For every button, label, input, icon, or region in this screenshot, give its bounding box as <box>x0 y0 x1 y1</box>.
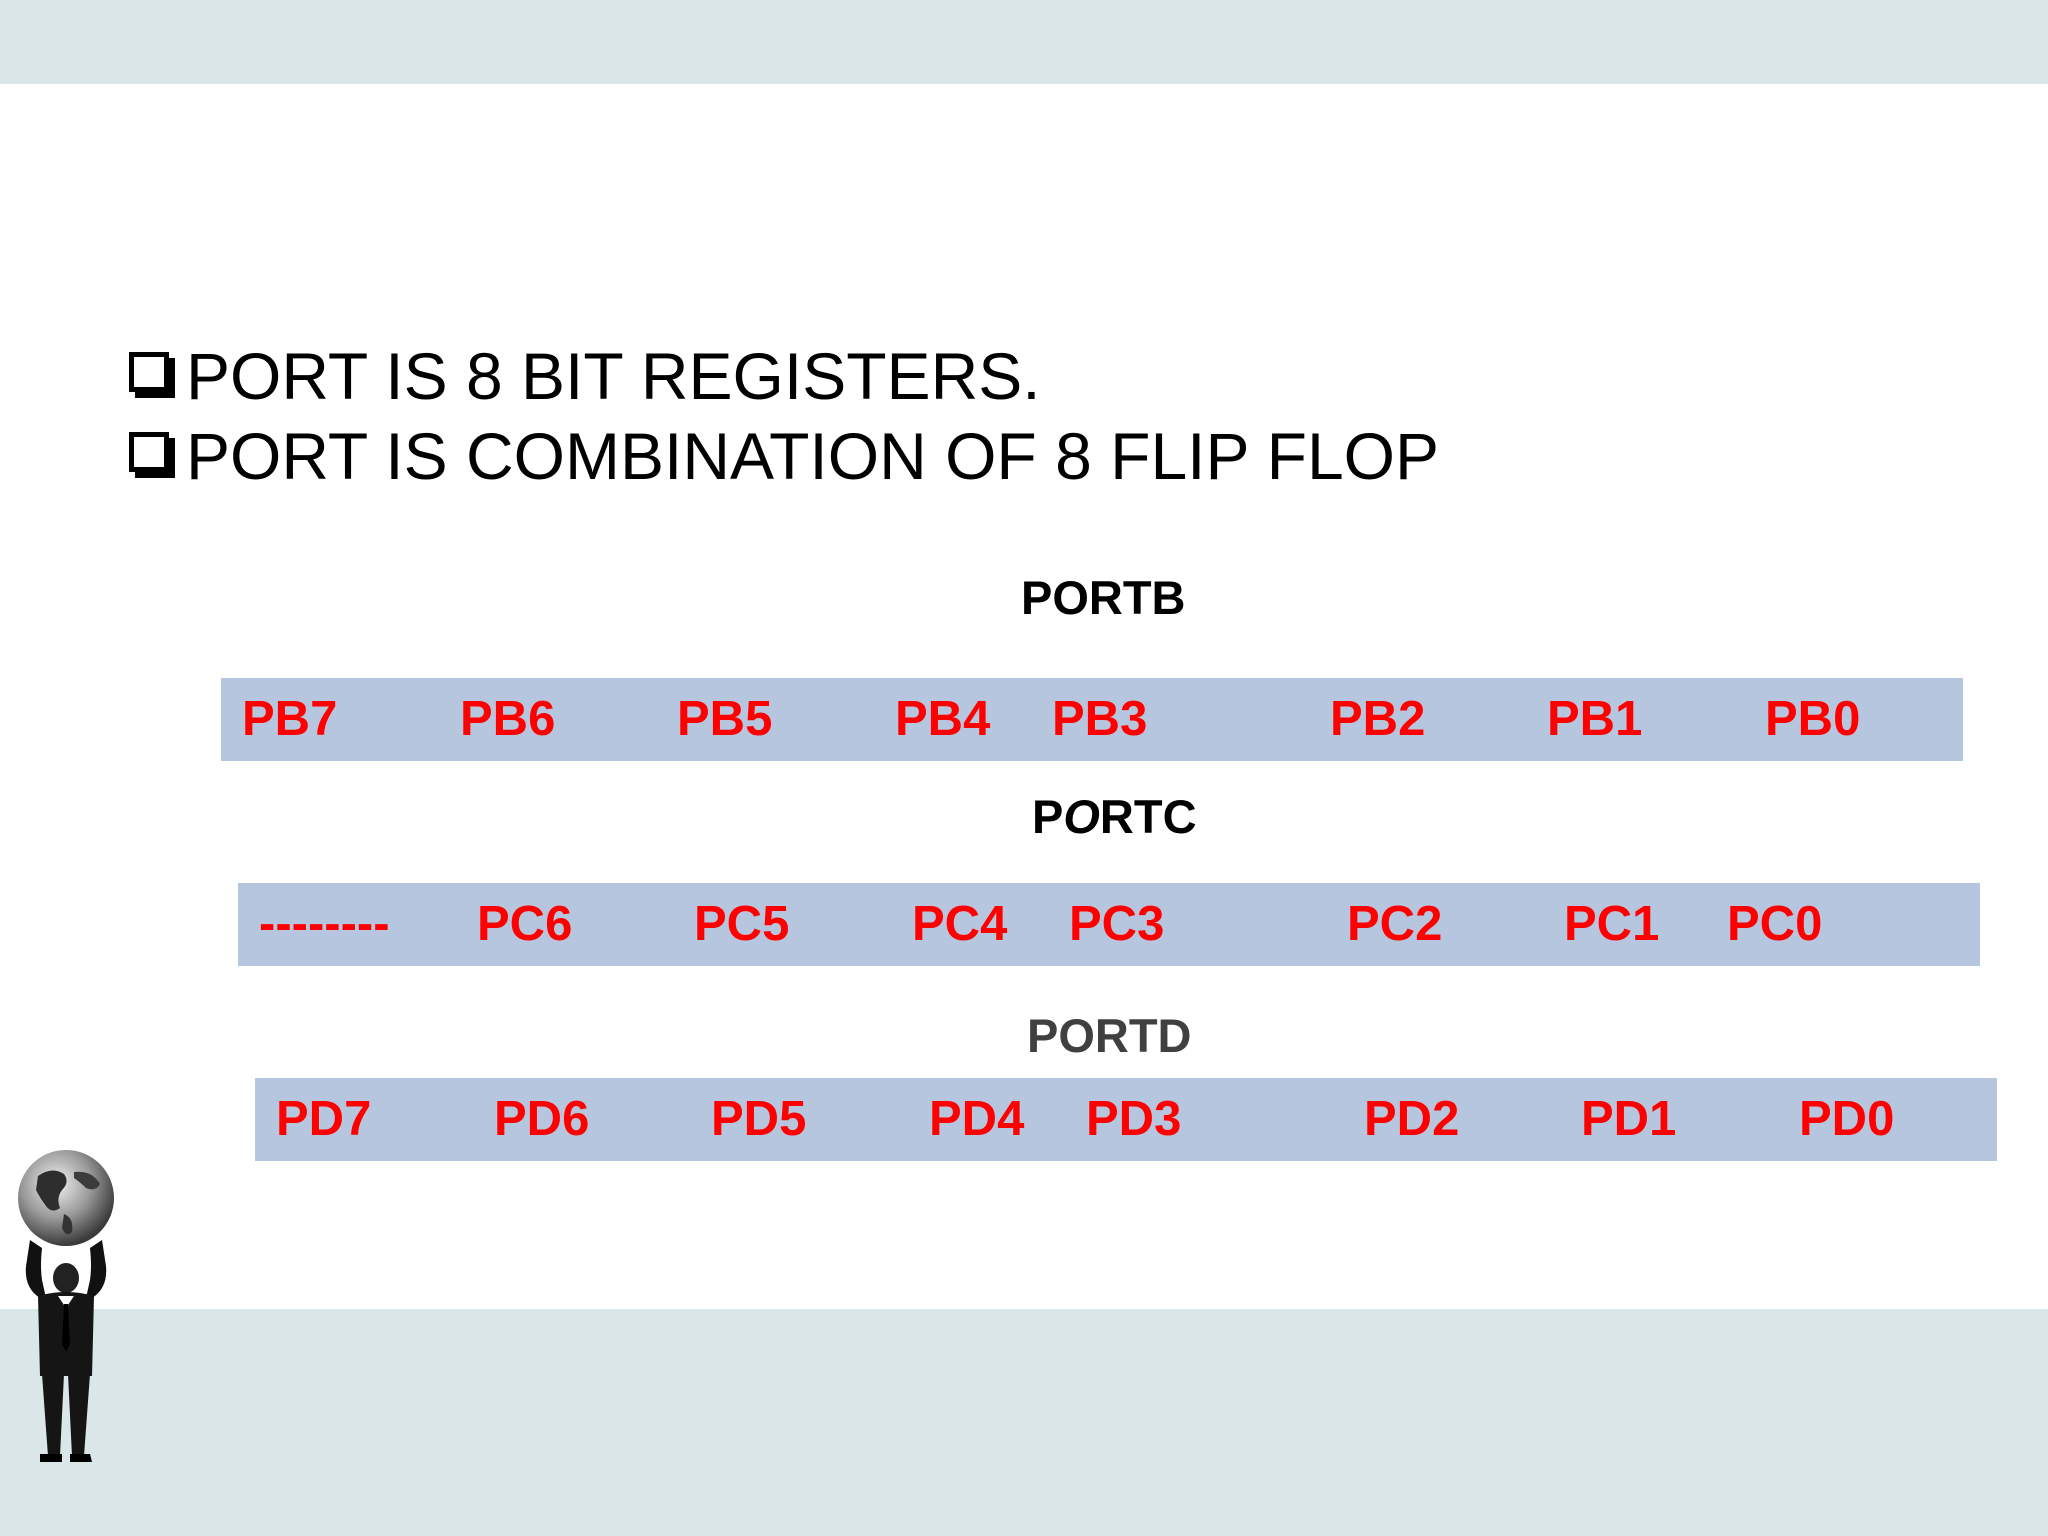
pin-label: PD5 <box>711 1092 807 1146</box>
portc-register-bar: -------- PC6 PC5 PC4 PC3 PC2 PC1 PC0 <box>238 883 1980 966</box>
pin-label: PC6 <box>477 897 573 951</box>
pin-label: PB6 <box>460 692 556 746</box>
pin-label: PB7 <box>242 692 338 746</box>
pin-label: -------- <box>259 897 390 951</box>
portc-title-o: O <box>1063 790 1100 843</box>
portc-title-p: P <box>1032 790 1064 843</box>
bottom-banner <box>0 1309 2048 1536</box>
pin-label: PC5 <box>694 897 790 951</box>
pin-label: PD2 <box>1364 1092 1460 1146</box>
bullet-item: PORT IS 8 BIT REGISTERS. <box>127 336 1439 416</box>
pin-label: PD0 <box>1799 1092 1895 1146</box>
pin-label: PB1 <box>1547 692 1643 746</box>
bullet-text: PORT IS COMBINATION OF 8 FLIP FLOP <box>186 419 1440 493</box>
bullet-item: PORT IS COMBINATION OF 8 FLIP FLOP <box>127 416 1439 496</box>
pin-label: PC0 <box>1727 897 1823 951</box>
bullet-text: PORT IS 8 BIT REGISTERS. <box>186 339 1041 413</box>
portd-title: PORTD <box>1027 1009 1192 1062</box>
pin-label: PD1 <box>1581 1092 1677 1146</box>
pin-label: PB3 <box>1052 692 1148 746</box>
bullet-list: PORT IS 8 BIT REGISTERS. PORT IS COMBINA… <box>127 336 1439 496</box>
pin-label: PB0 <box>1765 692 1861 746</box>
portc-title: PORTC <box>1032 789 1197 845</box>
portc-title-rest: RTC <box>1099 790 1197 843</box>
pin-label: PC2 <box>1347 897 1443 951</box>
pin-label: PB2 <box>1330 692 1426 746</box>
pin-label: PC3 <box>1069 897 1165 951</box>
pin-label: PD7 <box>276 1092 372 1146</box>
businessman-holding-globe-icon <box>18 1150 114 1462</box>
square-bullet-icon <box>129 432 169 472</box>
pin-label: PD6 <box>494 1092 590 1146</box>
pin-label: PC1 <box>1564 897 1660 951</box>
square-bullet-icon <box>129 352 169 392</box>
pin-label: PC4 <box>912 897 1008 951</box>
portb-title: PORTB <box>1021 571 1186 624</box>
pin-label: PD3 <box>1086 1092 1182 1146</box>
portd-register-bar: PD7 PD6 PD5 PD4 PD3 PD2 PD1 PD0 <box>255 1078 1997 1161</box>
portb-register-bar: PB7 PB6 PB5 PB4 PB3 PB2 PB1 PB0 <box>221 678 1963 761</box>
pin-label: PB5 <box>677 692 773 746</box>
top-banner <box>0 0 2048 84</box>
pin-label: PB4 <box>895 692 991 746</box>
pin-label: PD4 <box>929 1092 1025 1146</box>
